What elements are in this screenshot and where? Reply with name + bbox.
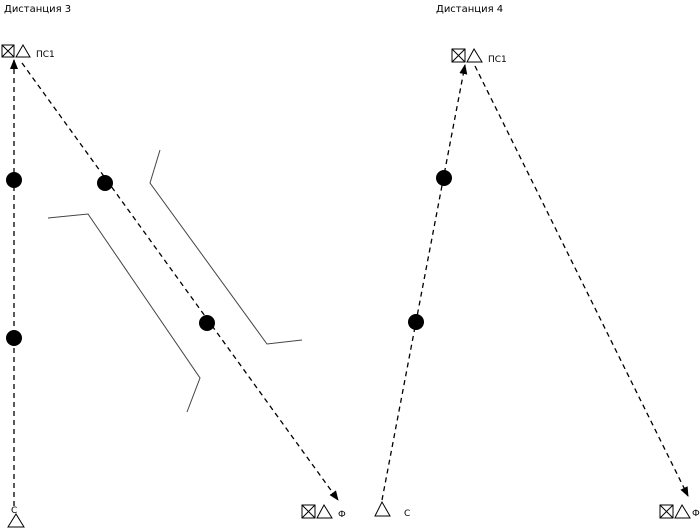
- corridor-boundary-right: [149, 149, 303, 345]
- checkpoint-box-icon: [301, 504, 316, 519]
- finish-label: Ф: [338, 510, 346, 520]
- control-point-dot-icon: [199, 315, 215, 331]
- triangle-icon: [674, 503, 691, 519]
- triangle-icon: [316, 503, 333, 519]
- route-checkpoint-to-finish: [21, 62, 339, 501]
- control-point-dot-icon: [97, 175, 113, 191]
- distance-3-title: Дистанция 3: [4, 4, 71, 15]
- control-point-dot-icon: [436, 170, 452, 186]
- distance-4: Дистанция 4 ПС1 С Ф: [374, 4, 700, 519]
- triangle-icon: [15, 44, 31, 58]
- control-point-dot-icon: [6, 172, 22, 188]
- triangle-start-icon: [374, 500, 391, 517]
- checkpoint-box-icon: [1, 44, 15, 58]
- checkpoint-box-icon: [451, 48, 466, 63]
- triangle-start-icon: [7, 513, 25, 528]
- start-label: С: [11, 506, 17, 516]
- control-point-dot-icon: [6, 330, 22, 346]
- distance-4-title: Дистанция 4: [436, 4, 503, 15]
- route-start-to-checkpoint: [381, 64, 468, 501]
- checkpoint-label: ПС1: [488, 55, 507, 65]
- corridor-boundary-left: [47, 213, 201, 413]
- start-label: С: [404, 509, 410, 519]
- triangle-icon: [466, 47, 483, 63]
- control-point-dot-icon: [408, 314, 424, 330]
- distance-3: Дистанция 3 ПС1 С Ф: [1, 4, 346, 528]
- checkpoint-box-icon: [659, 504, 674, 519]
- finish-label: Ф: [692, 509, 700, 519]
- checkpoint-label: ПС1: [36, 50, 55, 60]
- route-checkpoint-to-finish: [474, 65, 689, 497]
